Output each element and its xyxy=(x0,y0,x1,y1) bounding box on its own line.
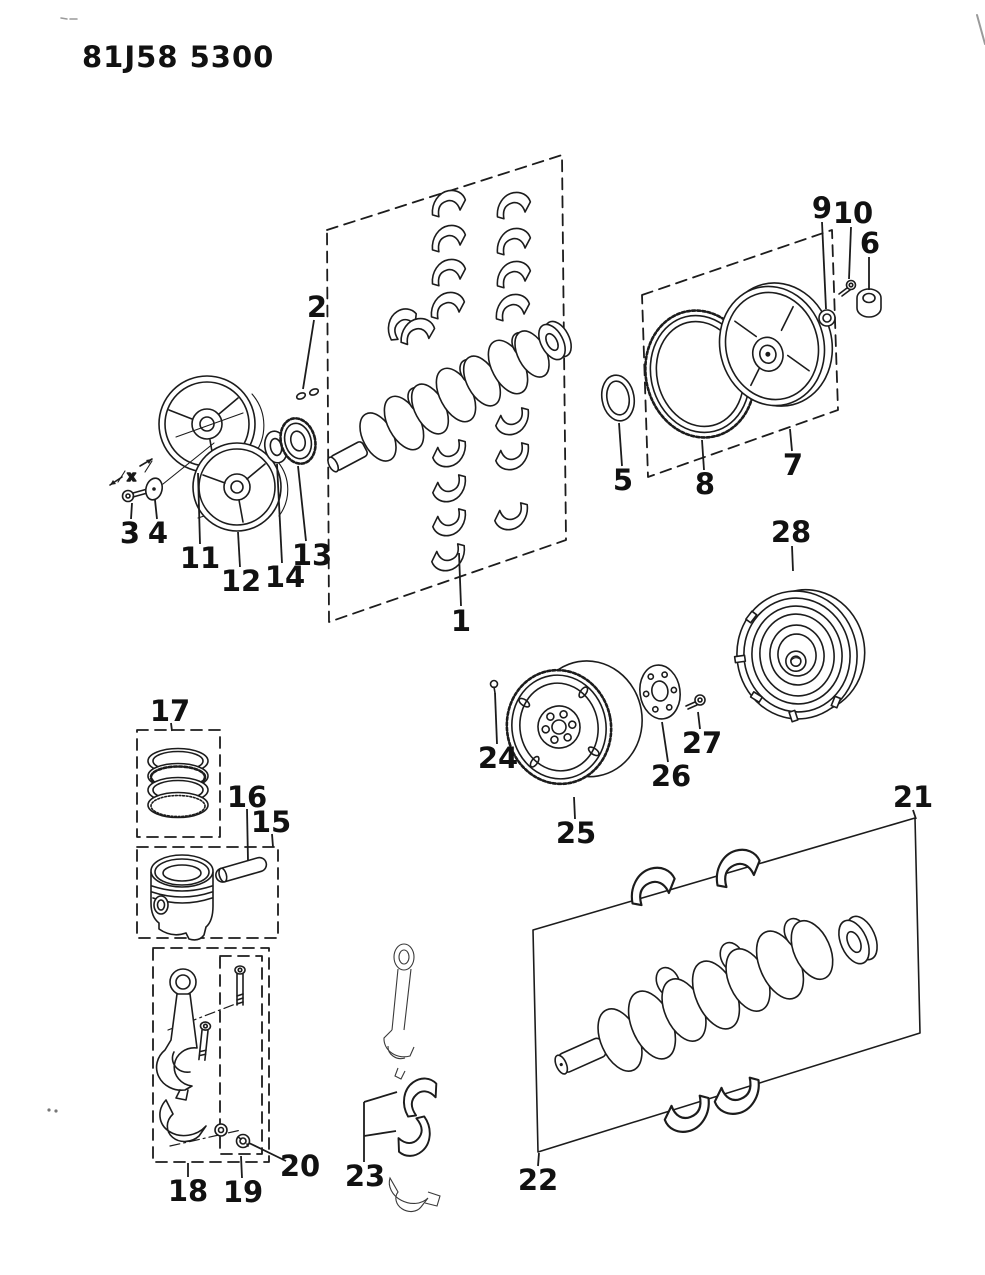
torque-converter-28 xyxy=(733,588,866,723)
callout-leader-20 xyxy=(248,1142,287,1162)
bolt-24 xyxy=(489,679,499,694)
upper-main-bearing-shells xyxy=(379,187,534,347)
ghost-connecting-rod xyxy=(383,943,415,1080)
callout-leader-11 xyxy=(197,472,201,545)
bolt-27 xyxy=(685,694,706,710)
callout-leader-1 xyxy=(458,552,462,607)
crankshaft-1-drawing xyxy=(327,320,572,473)
lower-shells-21 xyxy=(660,1074,766,1137)
flywheel-7 xyxy=(718,282,834,407)
woodruff-keys xyxy=(295,388,320,400)
callout-24: 24 xyxy=(478,741,518,775)
callout-leader-19 xyxy=(240,1155,243,1179)
pulley-group: x xyxy=(109,375,317,532)
callout-15: 15 xyxy=(251,805,291,839)
callout-leader-12 xyxy=(237,531,241,568)
callout-leader-3 xyxy=(130,502,133,520)
washer-4 xyxy=(144,477,164,501)
callout-9: 9 xyxy=(812,191,832,225)
page-stray-marks xyxy=(47,14,985,1113)
callout-12: 12 xyxy=(221,564,261,598)
callout-6: 6 xyxy=(860,226,880,260)
callout-leader-2 xyxy=(302,319,315,390)
callout-leader-26 xyxy=(661,721,669,763)
seal-5 xyxy=(600,374,636,422)
callout-21: 21 xyxy=(893,780,933,814)
crankshaft-kit-box xyxy=(295,154,572,623)
callout-leader-28 xyxy=(791,545,794,572)
drive-plate-25 xyxy=(505,660,643,786)
flywheel-box xyxy=(600,229,882,478)
callout-leader-5 xyxy=(618,422,623,467)
pilot-bearing-9 xyxy=(818,309,836,327)
drive-plate-group xyxy=(489,588,866,786)
upper-shells-21 xyxy=(623,844,766,909)
callout-8: 8 xyxy=(695,467,715,501)
callout-23: 23 xyxy=(345,1159,385,1193)
pilot-bushing-6 xyxy=(856,288,882,318)
callout-leader-16 xyxy=(246,808,249,862)
spacer-26 xyxy=(639,664,681,720)
piston-pin-16 xyxy=(215,856,268,883)
callout-17: 17 xyxy=(150,694,190,728)
callout-leader-9 xyxy=(821,221,827,310)
callout-leader-7 xyxy=(789,428,793,452)
callout-1: 1 xyxy=(451,604,471,638)
callout-leader-24 xyxy=(494,692,498,745)
callout-leader-17 xyxy=(170,722,173,732)
ghost-rod-cap xyxy=(388,1176,441,1213)
bolt-10 xyxy=(838,279,857,297)
callout-leader-4 xyxy=(154,499,158,520)
callout-10: 10 xyxy=(833,196,873,230)
crankshaft-22-drawing xyxy=(554,915,878,1075)
rod-bolt-b xyxy=(198,1021,212,1062)
callout-19: 19 xyxy=(223,1175,263,1209)
callout-leader-13 xyxy=(297,465,307,542)
callout-4: 4 xyxy=(148,516,168,550)
callout-leader-21 xyxy=(912,809,917,820)
callout-16: 16 xyxy=(227,780,267,814)
callout-3: 3 xyxy=(120,516,140,550)
callout-22: 22 xyxy=(518,1163,558,1197)
callout-leader-15 xyxy=(271,833,274,848)
callout-27: 27 xyxy=(682,726,722,760)
callout-26: 26 xyxy=(651,759,691,793)
callout-14: 14 xyxy=(265,560,305,594)
rod-bearing-group xyxy=(363,943,446,1213)
sprocket-13 xyxy=(279,417,317,465)
callout-25: 25 xyxy=(556,816,596,850)
callout-18: 18 xyxy=(168,1174,208,1208)
callout-leader-22 xyxy=(537,1152,540,1167)
piston-group xyxy=(136,729,279,941)
callout-11: 11 xyxy=(180,541,220,575)
callout-leader-10 xyxy=(848,226,852,280)
callout-28: 28 xyxy=(771,515,811,549)
rod-cap-18 xyxy=(159,1099,228,1143)
connecting-rod-18 xyxy=(155,968,198,1101)
callout-leader-8 xyxy=(701,439,705,471)
rod-bolt-a xyxy=(234,965,246,1006)
bracket-23 xyxy=(363,1091,398,1137)
callout-20: 20 xyxy=(280,1149,320,1183)
callout-7: 7 xyxy=(783,448,803,482)
dimension-x-label: x xyxy=(127,469,136,485)
pulley-12 xyxy=(192,442,289,532)
callout-13: 13 xyxy=(292,538,332,572)
connecting-rod-group xyxy=(152,947,270,1163)
rod-bearing-shells-23 xyxy=(388,1070,446,1164)
callout-leader-14 xyxy=(276,463,283,564)
piston-15 xyxy=(150,854,214,941)
dimension-mark: x xyxy=(109,458,153,486)
crankshaft-21-box xyxy=(532,817,921,1153)
figure-code: 81J58 5300 xyxy=(82,40,274,74)
callout-leader-25 xyxy=(573,796,576,820)
callout-2: 2 xyxy=(307,290,327,324)
callout-5: 5 xyxy=(613,463,633,497)
rod-nut-20 xyxy=(235,1133,251,1149)
piston-ring-set-17 xyxy=(147,747,209,819)
callout-leader-27 xyxy=(697,711,701,730)
